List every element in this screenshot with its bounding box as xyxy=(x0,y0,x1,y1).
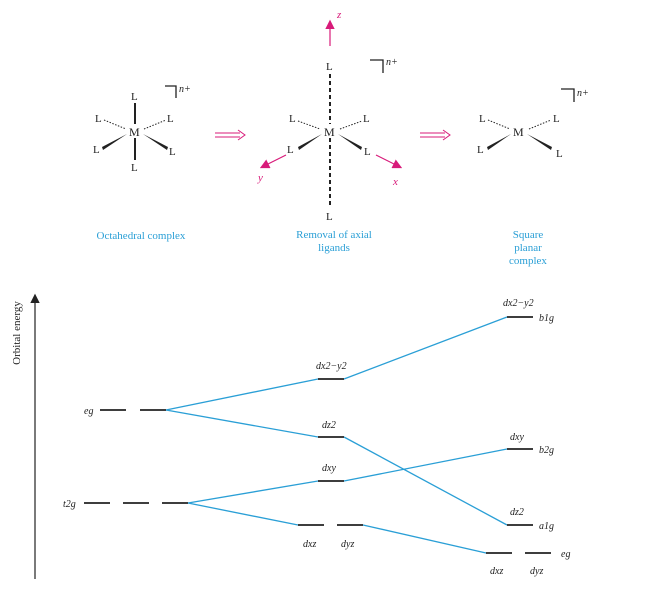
connector-t2g-dxz xyxy=(187,502,299,526)
label-eg-right: eg xyxy=(561,549,570,560)
ligand-front-left: L xyxy=(477,144,484,156)
octahedral-complex: L L M L L L L n+ xyxy=(93,84,191,174)
caption-removal-line1: Removal of axial xyxy=(296,229,372,241)
label-right-dxz: dxz xyxy=(490,566,503,577)
label-right-dz2: dz2 xyxy=(510,507,524,518)
connector-eg-dx2y2 xyxy=(165,378,319,411)
ligand-back-right: L xyxy=(167,113,174,125)
x-axis-arrow xyxy=(375,154,403,169)
charge-bracket xyxy=(165,85,177,98)
connector-dz2-a1g xyxy=(343,436,508,526)
y-axis-label: y xyxy=(257,172,263,184)
ligand-front-right: L xyxy=(556,148,563,160)
hashed-bond-right xyxy=(339,120,363,130)
ligand-front-right: L xyxy=(169,146,176,158)
y-axis-arrow xyxy=(259,154,287,169)
connector-dxy-b2g xyxy=(343,448,508,482)
label-t2g-left: t2g xyxy=(63,499,76,510)
caption-square-line1: Square xyxy=(513,229,544,241)
label-right-dx2y2: dx2−y2 xyxy=(503,298,534,309)
connector-dx2y2-b1g xyxy=(343,316,508,380)
ligand-front-left: L xyxy=(287,144,294,156)
transform-arrow-1-head xyxy=(237,129,246,141)
label-b1g: b1g xyxy=(539,313,554,324)
wedge-bond-left xyxy=(487,134,511,150)
ligand-back-left: L xyxy=(289,113,296,125)
ligand-top: L xyxy=(131,91,138,103)
metal-center: M xyxy=(129,125,140,139)
energy-levels xyxy=(84,316,551,554)
charge-label: n+ xyxy=(179,84,191,95)
hashed-bond-right xyxy=(143,119,167,130)
metal-center: M xyxy=(513,125,524,139)
label-mid-dz2: dz2 xyxy=(322,420,336,431)
label-right-dxy: dxy xyxy=(510,432,524,443)
connector-dyz-eg xyxy=(362,524,487,554)
ligand-back-right: L xyxy=(553,113,560,125)
hashed-bond-left xyxy=(487,119,511,130)
caption-removal-line2: ligands xyxy=(318,242,350,254)
charge-label: n+ xyxy=(386,57,398,68)
caption-octahedral: Octahedral complex xyxy=(97,230,186,242)
square-planar-complex: M L L L L n+ xyxy=(477,88,589,160)
wedge-bond-left xyxy=(102,134,127,150)
ligand-back-right: L xyxy=(363,113,370,125)
ligand-axial-top: L xyxy=(326,61,333,73)
wedge-bond-right xyxy=(338,134,362,150)
connector-lines xyxy=(165,316,508,554)
label-b2g: b2g xyxy=(539,445,554,456)
charge-bracket xyxy=(561,88,575,102)
ligand-bottom: L xyxy=(131,162,138,174)
ligand-axial-bottom: L xyxy=(326,211,333,223)
label-mid-dx2y2: dx2−y2 xyxy=(316,361,347,372)
charge-label: n+ xyxy=(577,88,589,99)
connector-eg-dz2 xyxy=(165,409,319,438)
label-eg-left: eg xyxy=(84,406,93,417)
caption-square-line3: complex xyxy=(509,255,547,267)
wedge-bond-right xyxy=(527,134,552,150)
ligand-back-left: L xyxy=(479,113,486,125)
wedge-bond-left xyxy=(298,134,322,150)
z-axis-label: z xyxy=(336,9,342,21)
hashed-bond-right xyxy=(528,119,552,130)
x-axis-label: x xyxy=(392,176,398,188)
label-a1g: a1g xyxy=(539,521,554,532)
ligand-front-right: L xyxy=(364,146,371,158)
wedge-bond-right xyxy=(143,134,168,150)
removal-complex: z L L M L L L L y x n+ xyxy=(257,9,403,223)
label-mid-dxy: dxy xyxy=(322,463,336,474)
label-mid-dxz: dxz xyxy=(303,539,316,550)
caption-square-line2: planar xyxy=(514,242,542,254)
hashed-bond-left xyxy=(103,119,127,130)
charge-bracket xyxy=(370,59,384,73)
ligand-front-left: L xyxy=(93,144,100,156)
connector-t2g-dxy xyxy=(187,480,319,504)
label-mid-dyz: dyz xyxy=(341,539,354,550)
metal-center: M xyxy=(324,125,335,139)
label-right-dyz: dyz xyxy=(530,566,543,577)
energy-axis-label: Orbital energy xyxy=(11,301,23,365)
ligand-back-left: L xyxy=(95,113,102,125)
transform-arrow-2-head xyxy=(442,129,451,141)
hashed-bond-left xyxy=(297,120,321,130)
